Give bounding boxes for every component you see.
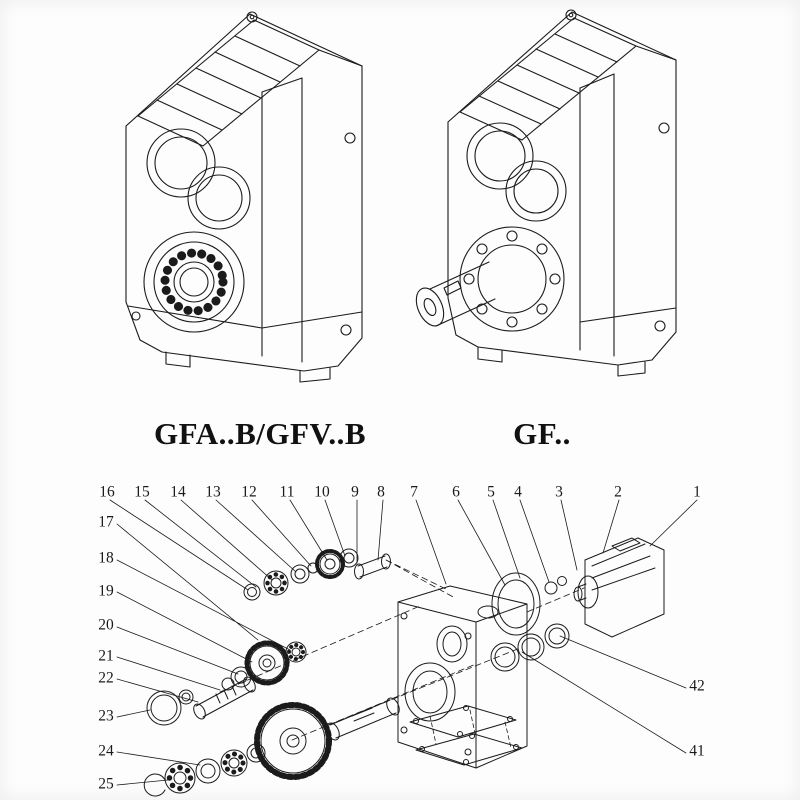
callout-25: 25: [98, 775, 114, 793]
exploded-view-drawing: [109, 499, 698, 797]
callout-12: 12: [241, 483, 257, 501]
model-label-gfab-gfvb: GFA..B/GFV..B: [153, 416, 367, 451]
callout-10: 10: [314, 483, 330, 501]
callout-17: 17: [98, 513, 114, 531]
callout-18: 18: [98, 549, 114, 567]
gearbox-gfab-drawing: [125, 11, 363, 383]
callout-5: 5: [487, 483, 495, 501]
gfab-oil-plug: [246, 11, 258, 23]
gf-oil-plug: [565, 9, 577, 21]
gfab-face-edges: [127, 77, 363, 363]
callout-6: 6: [452, 483, 460, 501]
callout-22: 22: [98, 669, 114, 687]
callout-15: 15: [134, 483, 150, 501]
callout-7: 7: [410, 483, 418, 501]
callout-42: 42: [689, 677, 705, 695]
gfab-input-bores: [146, 128, 251, 230]
callout-41: 41: [689, 742, 705, 760]
gfab-housing-outline: [125, 13, 363, 372]
callout-1: 1: [693, 483, 701, 501]
gearbox-gf-drawing: [415, 9, 677, 377]
gf-cooling-ribs: [459, 17, 677, 141]
gfab-feet: [165, 351, 331, 383]
callout-14: 14: [170, 483, 186, 501]
callout-3: 3: [555, 483, 563, 501]
exploded-base-plates: [409, 705, 523, 766]
callout-19: 19: [98, 582, 114, 600]
exploded-housing: [397, 585, 528, 769]
exploded-gasket-ring: [491, 572, 567, 636]
callout-21: 21: [98, 647, 114, 665]
exploded-input-shaft-parts: [243, 548, 391, 601]
callout-24: 24: [98, 742, 114, 760]
gf-output-flange: [459, 226, 565, 332]
model-label-gf: GF..: [513, 416, 571, 451]
callout-20: 20: [98, 616, 114, 634]
gfab-bolt-holes: [131, 132, 356, 336]
callout-2: 2: [614, 483, 622, 501]
callout-13: 13: [205, 483, 221, 501]
callout-8: 8: [377, 483, 385, 501]
exploded-motor: [573, 537, 665, 638]
gf-housing-outline: [447, 11, 677, 366]
callout-23: 23: [98, 707, 114, 725]
callout-16: 16: [99, 483, 115, 501]
exploded-intermediate-parts: [146, 640, 307, 726]
gf-bolt-holes: [654, 122, 670, 332]
exploded-seals-rings: [490, 623, 570, 672]
gfab-output-bearing: [143, 231, 245, 333]
callout-9: 9: [351, 483, 359, 501]
gf-feet: [477, 346, 646, 377]
leader-lines: [109, 499, 698, 786]
callout-11: 11: [279, 483, 295, 501]
gf-face-edges: [579, 73, 677, 357]
exploded-output-parts: [143, 697, 400, 797]
gfab-cooling-ribs: [137, 19, 363, 147]
callout-4: 4: [514, 483, 522, 501]
construction-dashed-lines: [219, 559, 585, 741]
gf-output-shaft: [415, 261, 496, 327]
gf-input-bores: [466, 122, 567, 222]
